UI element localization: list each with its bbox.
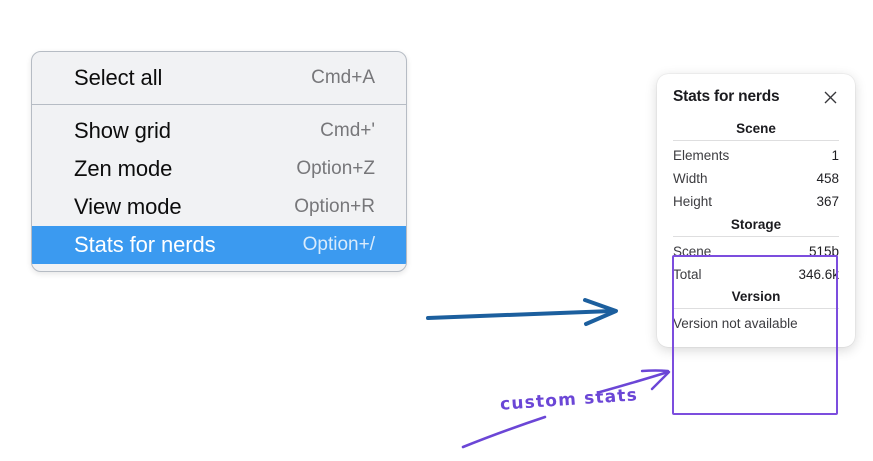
menu-item-label: View mode	[74, 194, 182, 219]
stat-label: Elements	[673, 148, 730, 163]
stat-row-scene-storage: Scene 515b	[673, 241, 839, 264]
section-divider	[673, 140, 839, 141]
stat-label: Height	[673, 193, 713, 209]
context-menu-group-1: Select all Cmd+A	[32, 52, 406, 104]
context-menu[interactable]: Select all Cmd+A Show grid Cmd+' Zen mod…	[31, 51, 407, 272]
menu-item-shortcut: Option+R	[294, 196, 375, 217]
stat-row-width: Width 458	[673, 168, 839, 191]
menu-item-shortcut: Cmd+'	[320, 120, 375, 141]
stat-label: Width	[673, 170, 708, 186]
custom-stats-annotation-label: custom stats	[499, 385, 639, 415]
stat-value: 1	[831, 148, 839, 163]
menu-item-label: Stats for nerds	[74, 232, 216, 257]
stat-row-elements: Elements 1	[673, 145, 839, 168]
callout-underline	[461, 415, 547, 449]
stat-value: 346.6k	[798, 266, 839, 282]
close-icon[interactable]	[822, 89, 839, 106]
stat-value: 367	[816, 193, 839, 209]
flow-arrow	[426, 298, 618, 326]
menu-item-label: Zen mode	[74, 156, 173, 181]
menu-item-select-all[interactable]: Select all Cmd+A	[32, 59, 406, 97]
version-not-available-text: Version not available	[673, 316, 798, 332]
context-menu-group-2: Show grid Cmd+' Zen mode Option+Z View m…	[32, 104, 406, 271]
menu-item-label: Select all	[74, 65, 163, 90]
menu-item-stats-for-nerds[interactable]: Stats for nerds Option+/	[32, 226, 406, 264]
menu-item-shortcut: Option+Z	[296, 158, 375, 179]
menu-item-zen-mode[interactable]: Zen mode Option+Z	[32, 150, 406, 188]
stats-for-nerds-panel: Stats for nerds Scene Elements 1 Width 4…	[657, 74, 855, 348]
menu-item-show-grid[interactable]: Show grid Cmd+'	[32, 112, 406, 150]
stat-value: 458	[816, 170, 839, 186]
section-title-version: Version	[731, 289, 781, 305]
stat-value: 515b	[808, 243, 839, 259]
section-divider	[673, 235, 839, 237]
menu-item-shortcut: Option+/	[302, 234, 375, 255]
stat-label: Scene	[673, 243, 712, 259]
section-title-storage: Storage	[730, 216, 782, 232]
stat-row-height: Height 367	[673, 191, 839, 214]
stats-panel-title: Stats for nerds	[673, 88, 780, 105]
stat-label: Total	[673, 266, 702, 282]
menu-item-view-mode[interactable]: View mode Option+R	[32, 188, 406, 226]
section-divider	[673, 308, 839, 310]
menu-item-label: Show grid	[74, 118, 171, 143]
menu-item-shortcut: Cmd+A	[311, 67, 375, 88]
stats-panel-header: Stats for nerds	[673, 88, 839, 106]
stat-row-total-storage: Total 346.6k	[673, 264, 839, 287]
section-title-scene: Scene	[736, 121, 776, 136]
